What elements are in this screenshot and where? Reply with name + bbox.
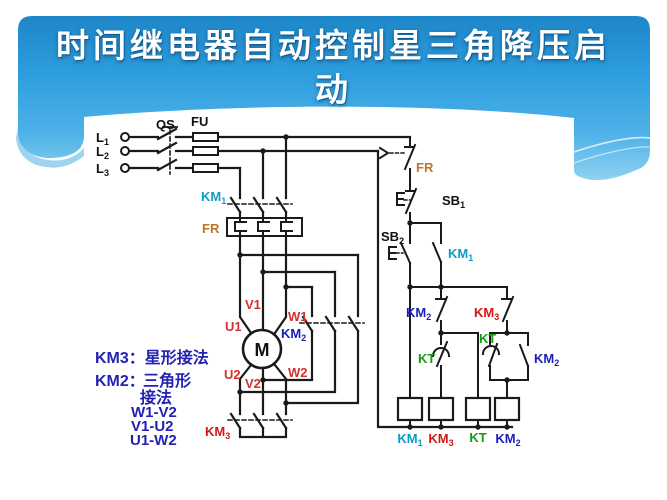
- label-l2: L2: [96, 144, 109, 161]
- label-coil-km3: KM3: [428, 431, 453, 448]
- label-km1-aux: KM1: [448, 246, 473, 263]
- label-coil-km2: KM2: [495, 431, 520, 448]
- km2-main-contacts: [238, 315, 360, 405]
- label-km1-main: KM1: [201, 189, 226, 206]
- label-fu: FU: [191, 114, 208, 129]
- label-qs: QS: [156, 117, 175, 132]
- km3-star-wires: [229, 363, 288, 439]
- banner-shape: [18, 16, 650, 181]
- label-l1: L1: [96, 130, 109, 147]
- note-pair-u1w2: U1-W2: [130, 432, 177, 449]
- junction-dots: [237, 134, 510, 430]
- label-km2-main: KM2: [281, 326, 306, 343]
- km1-main-contacts: [229, 196, 288, 220]
- banner-underlay: [16, 128, 84, 168]
- label-u2: U2: [224, 367, 241, 382]
- slide-title-line2: 动: [315, 69, 352, 109]
- label-km3-main: KM3: [205, 424, 230, 441]
- banner-streak-2: [573, 146, 651, 164]
- note-delta-text: 三角形: [143, 371, 191, 390]
- button-linkage-dashed: [389, 152, 411, 254]
- label-v2: V2: [245, 376, 261, 391]
- note-connection-word: 接法: [140, 388, 172, 407]
- note-star-connection: KM3：星形接法: [95, 348, 209, 367]
- label-kt-nc: KT: [418, 351, 435, 366]
- control-circuit-wires: [378, 136, 530, 428]
- label-coil-kt: KT: [469, 430, 486, 445]
- label-km2-no: KM2: [534, 351, 559, 368]
- label-v1: V1: [245, 297, 261, 312]
- note-pair-v1u2: V1-U2: [131, 418, 174, 435]
- slide-title-line1: 时间继电器自动控制星三角降压启: [56, 26, 611, 65]
- motor-feed-wires: [238, 234, 360, 335]
- label-kt-no: KT: [479, 331, 496, 346]
- slide-title: 时间继电器自动控制星三角降压启 动: [30, 24, 637, 111]
- label-fr-ctrl: FR: [416, 160, 434, 175]
- banner-streak-1: [573, 136, 651, 153]
- label-coil-km1: KM1: [397, 431, 422, 448]
- label-km3-nc: KM3: [474, 305, 499, 322]
- label-sb2: SB2: [381, 229, 404, 246]
- fr-heaters: [226, 217, 303, 237]
- circuit-labels: L1 L2 L3 QS FU KM1 FR V1 U1 W1 KM2 M U2 …: [96, 114, 559, 448]
- label-u1: U1: [225, 319, 242, 334]
- power-lines: [127, 127, 514, 429]
- label-w2: W2: [288, 365, 308, 380]
- label-sb1: SB1: [442, 193, 465, 210]
- label-motor: M: [255, 340, 270, 360]
- label-l3: L3: [96, 161, 109, 178]
- label-km2-nc: KM2: [406, 305, 431, 322]
- coil-boxes: [396, 396, 521, 422]
- fuse-symbols: [192, 132, 219, 173]
- label-w1: W1: [288, 309, 308, 324]
- phase-terminals: [120, 132, 130, 173]
- note-delta-label: KM2：: [95, 373, 145, 390]
- note-pair-w1v2: W1-V2: [131, 404, 177, 421]
- title-banner: [16, 16, 651, 181]
- label-fr-main: FR: [202, 221, 220, 236]
- wiring-notes: KM3：星形接法 KM2： 三角形 接法 W1-V2 V1-U2 U1-W2: [95, 348, 209, 449]
